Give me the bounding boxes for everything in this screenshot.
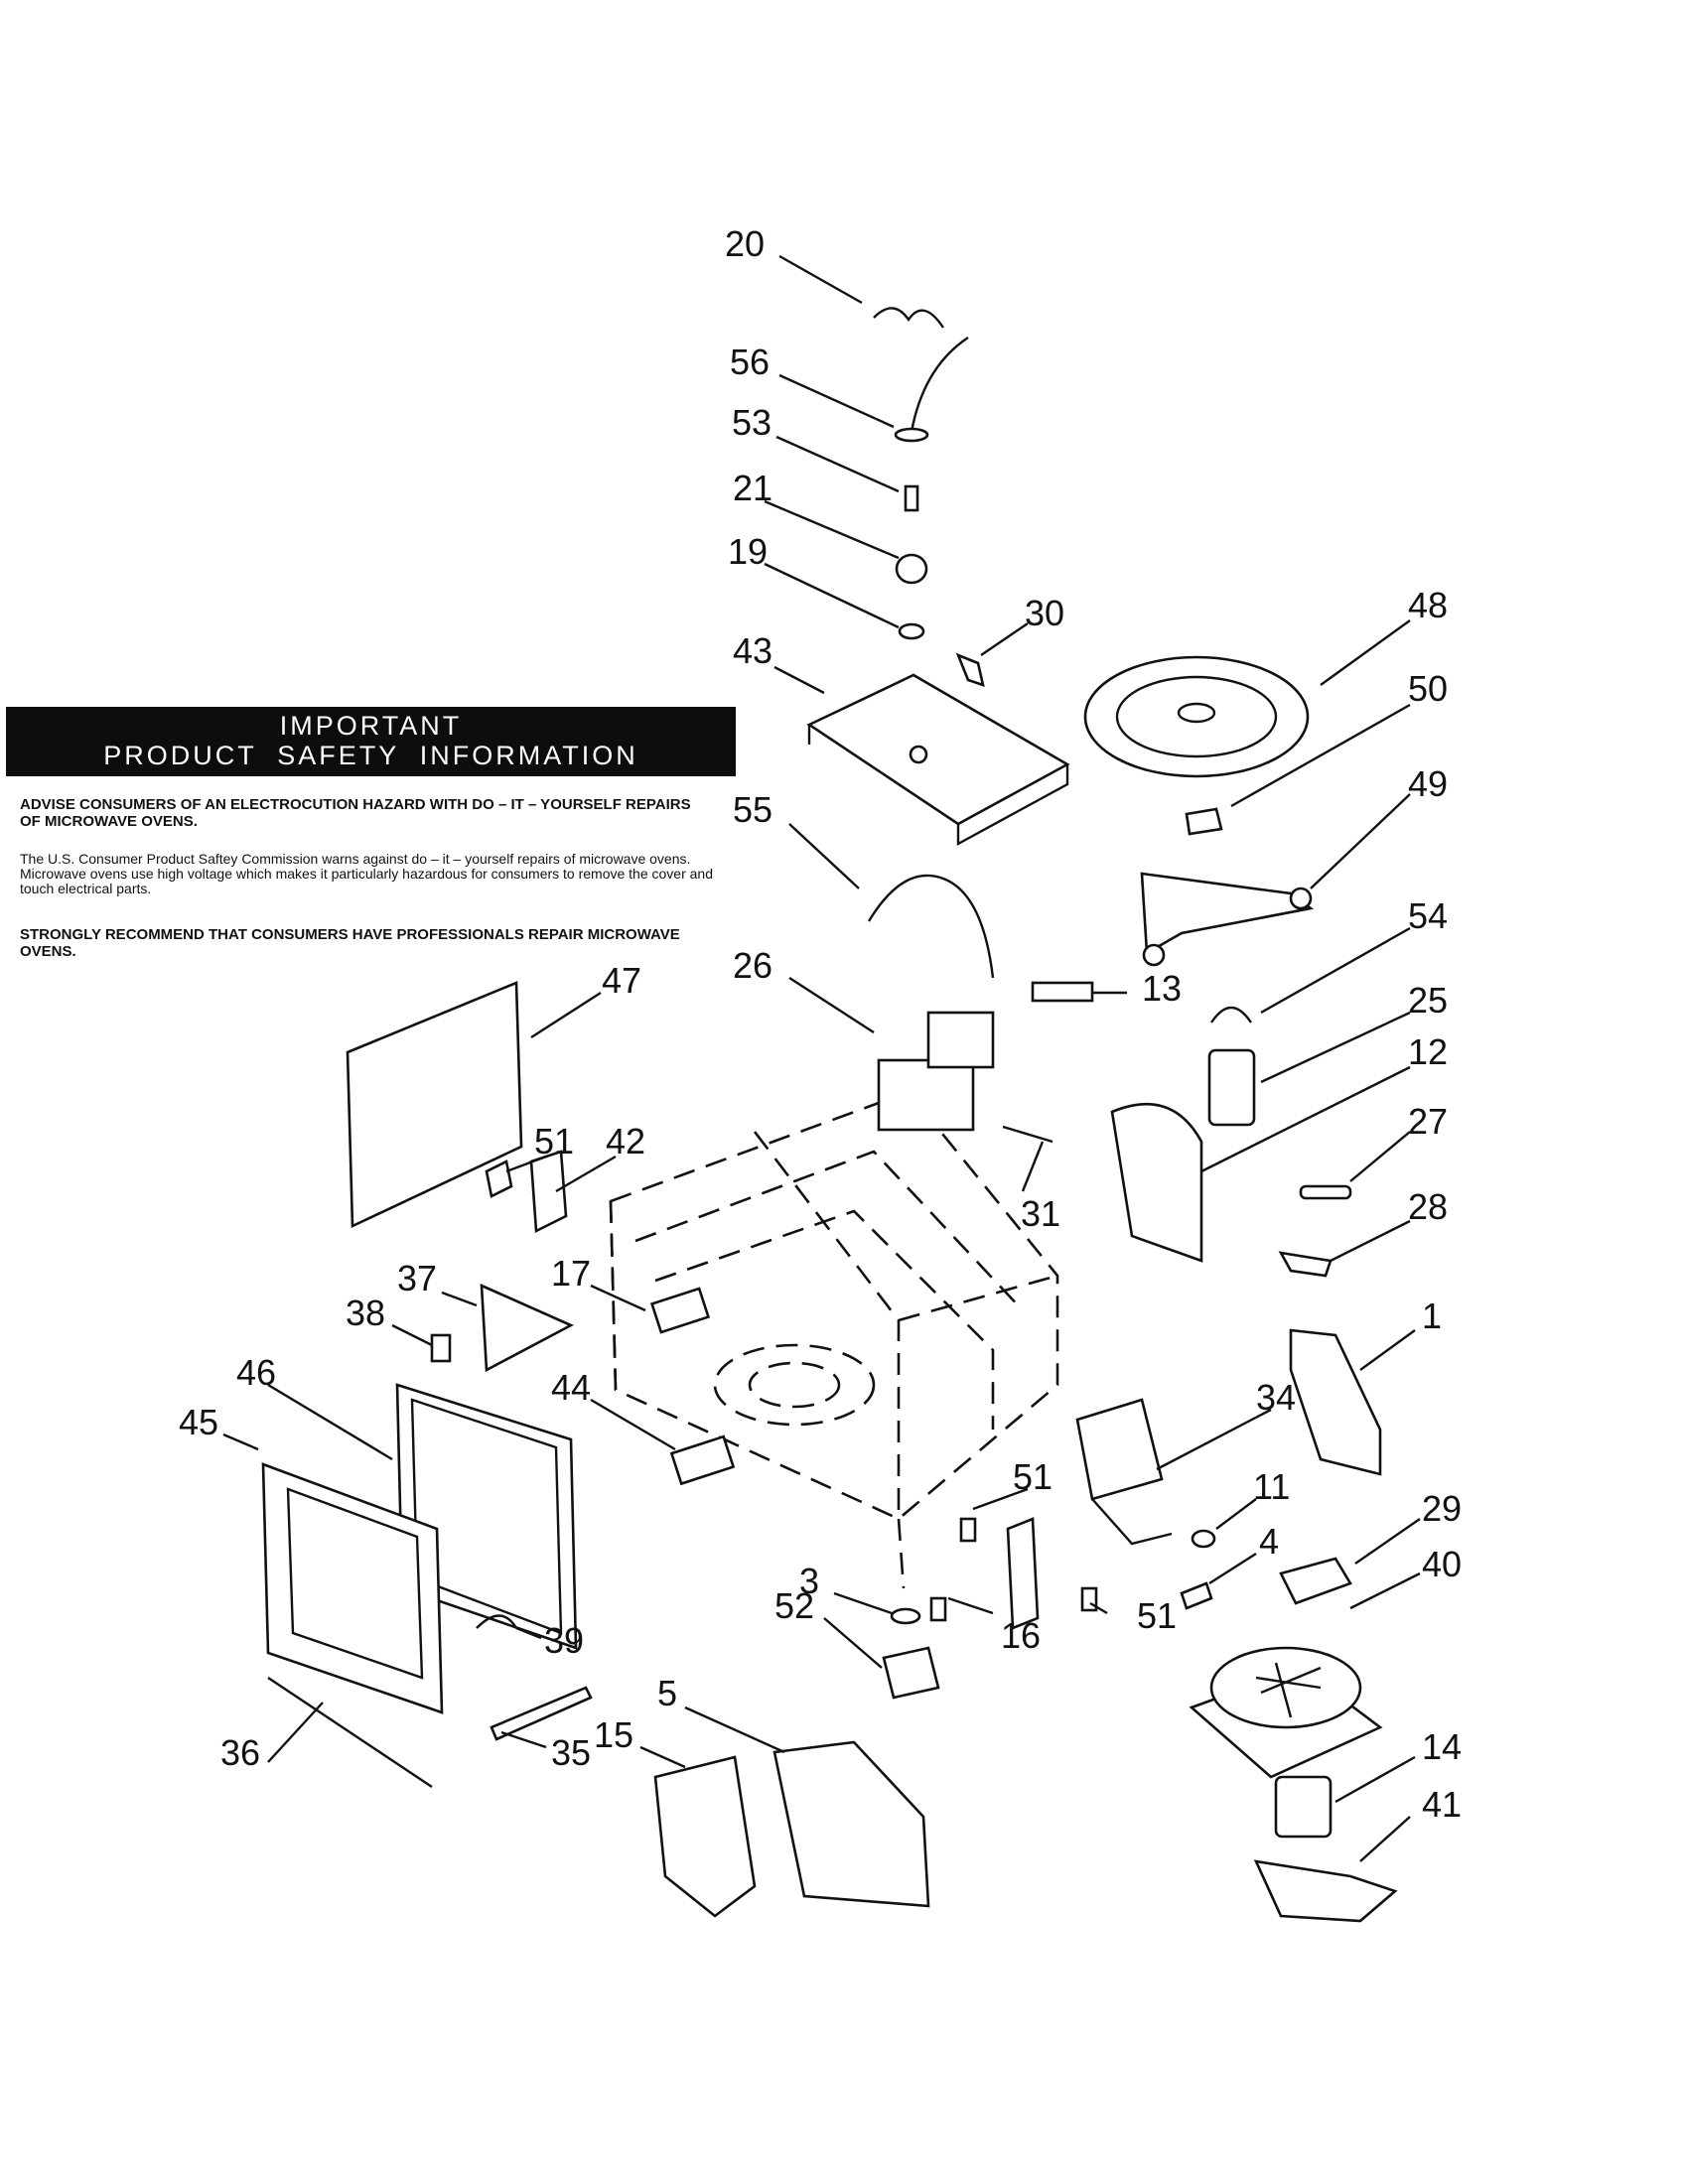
callout-44: 44 bbox=[551, 1367, 591, 1408]
callout-51: 51 bbox=[534, 1121, 574, 1161]
callout-49: 49 bbox=[1408, 763, 1448, 804]
callout-labels: 20 56 53 21 19 30 43 48 50 49 55 54 26 1… bbox=[179, 223, 1462, 1825]
roller-parts bbox=[1140, 807, 1315, 967]
door-parts bbox=[261, 1383, 578, 1714]
callout-1: 1 bbox=[1422, 1296, 1442, 1336]
safety-header-line2: PRODUCT SAFETY INFORMATION bbox=[103, 741, 638, 770]
callout-38: 38 bbox=[346, 1293, 385, 1333]
bracket-43 bbox=[806, 652, 1070, 847]
advise-text: ADVISE CONSUMERS OF AN ELECTROCUTION HAZ… bbox=[20, 796, 691, 830]
callout-48: 48 bbox=[1408, 585, 1448, 625]
product-safety-info: IMPORTANT PRODUCT SAFETY INFORMATION ADV… bbox=[6, 707, 741, 960]
fan-parts bbox=[1253, 1775, 1398, 1923]
callout-46: 46 bbox=[236, 1352, 276, 1393]
callout-5: 5 bbox=[657, 1673, 677, 1713]
callout-56: 56 bbox=[730, 341, 770, 382]
callout-40: 40 bbox=[1422, 1544, 1462, 1584]
leader-lines bbox=[222, 254, 1421, 1862]
transformer-26 bbox=[877, 981, 1094, 1144]
plate-17 bbox=[649, 1287, 711, 1334]
callout-29: 29 bbox=[1422, 1488, 1462, 1529]
safety-header-line1: IMPORTANT bbox=[279, 711, 463, 741]
callout-15: 15 bbox=[594, 1714, 633, 1755]
callout-37: 37 bbox=[397, 1258, 437, 1298]
callout-13: 13 bbox=[1142, 968, 1182, 1009]
callout-52: 52 bbox=[774, 1585, 814, 1626]
callout-27: 27 bbox=[1408, 1101, 1448, 1142]
callout-16: 16 bbox=[1001, 1615, 1041, 1656]
callout-14: 14 bbox=[1422, 1726, 1462, 1767]
capacitor-parts bbox=[1110, 1006, 1352, 1278]
part-35 bbox=[490, 1686, 593, 1741]
callout-47: 47 bbox=[602, 960, 641, 1001]
callout-51c: 51 bbox=[1137, 1595, 1177, 1636]
duct-parts bbox=[653, 1740, 930, 1918]
plate-37 bbox=[430, 1283, 574, 1373]
callout-45: 45 bbox=[179, 1402, 218, 1442]
callout-54: 54 bbox=[1408, 895, 1448, 936]
panel-47 bbox=[346, 981, 568, 1234]
callout-26: 26 bbox=[733, 945, 772, 986]
callout-3: 3 bbox=[799, 1561, 819, 1601]
callout-30: 30 bbox=[1025, 593, 1064, 633]
callout-53: 53 bbox=[732, 402, 772, 443]
callout-11: 11 bbox=[1253, 1466, 1290, 1507]
callout-28: 28 bbox=[1408, 1186, 1448, 1227]
oven-cavity-dashed bbox=[609, 1090, 1059, 1589]
callout-36: 36 bbox=[220, 1732, 260, 1773]
interlock-cluster bbox=[882, 1517, 1098, 1700]
callout-55: 55 bbox=[733, 789, 772, 830]
callout-41: 41 bbox=[1422, 1784, 1462, 1825]
right-lower-parts bbox=[1075, 1328, 1383, 1779]
callout-25: 25 bbox=[1408, 980, 1448, 1021]
callout-12: 12 bbox=[1408, 1031, 1448, 1072]
callout-31: 31 bbox=[1021, 1193, 1060, 1234]
recommend-text: STRONGLY RECOMMEND THAT CONSUMERS HAVE P… bbox=[20, 926, 680, 960]
callout-39: 39 bbox=[544, 1620, 584, 1661]
callout-19: 19 bbox=[728, 531, 768, 572]
plate-44 bbox=[669, 1434, 736, 1486]
safety-header: IMPORTANT PRODUCT SAFETY INFORMATION bbox=[6, 707, 736, 776]
callout-42: 42 bbox=[606, 1121, 645, 1161]
callout-21: 21 bbox=[733, 468, 772, 508]
callout-51b: 51 bbox=[1013, 1456, 1052, 1497]
cpsc-warning-text: The U.S. Consumer Product Saftey Commiss… bbox=[20, 851, 713, 896]
callout-43: 43 bbox=[733, 630, 772, 671]
callout-34: 34 bbox=[1256, 1377, 1296, 1418]
part-36 bbox=[267, 1677, 433, 1788]
cord-55 bbox=[867, 874, 995, 979]
part-39 bbox=[476, 1614, 518, 1629]
turntable-48 bbox=[1083, 655, 1310, 778]
lamp-stack-parts bbox=[873, 307, 969, 640]
callout-20: 20 bbox=[725, 223, 765, 264]
callout-50: 50 bbox=[1408, 668, 1448, 709]
callout-35: 35 bbox=[551, 1732, 591, 1773]
callout-17: 17 bbox=[551, 1253, 591, 1294]
callout-4: 4 bbox=[1259, 1521, 1279, 1562]
